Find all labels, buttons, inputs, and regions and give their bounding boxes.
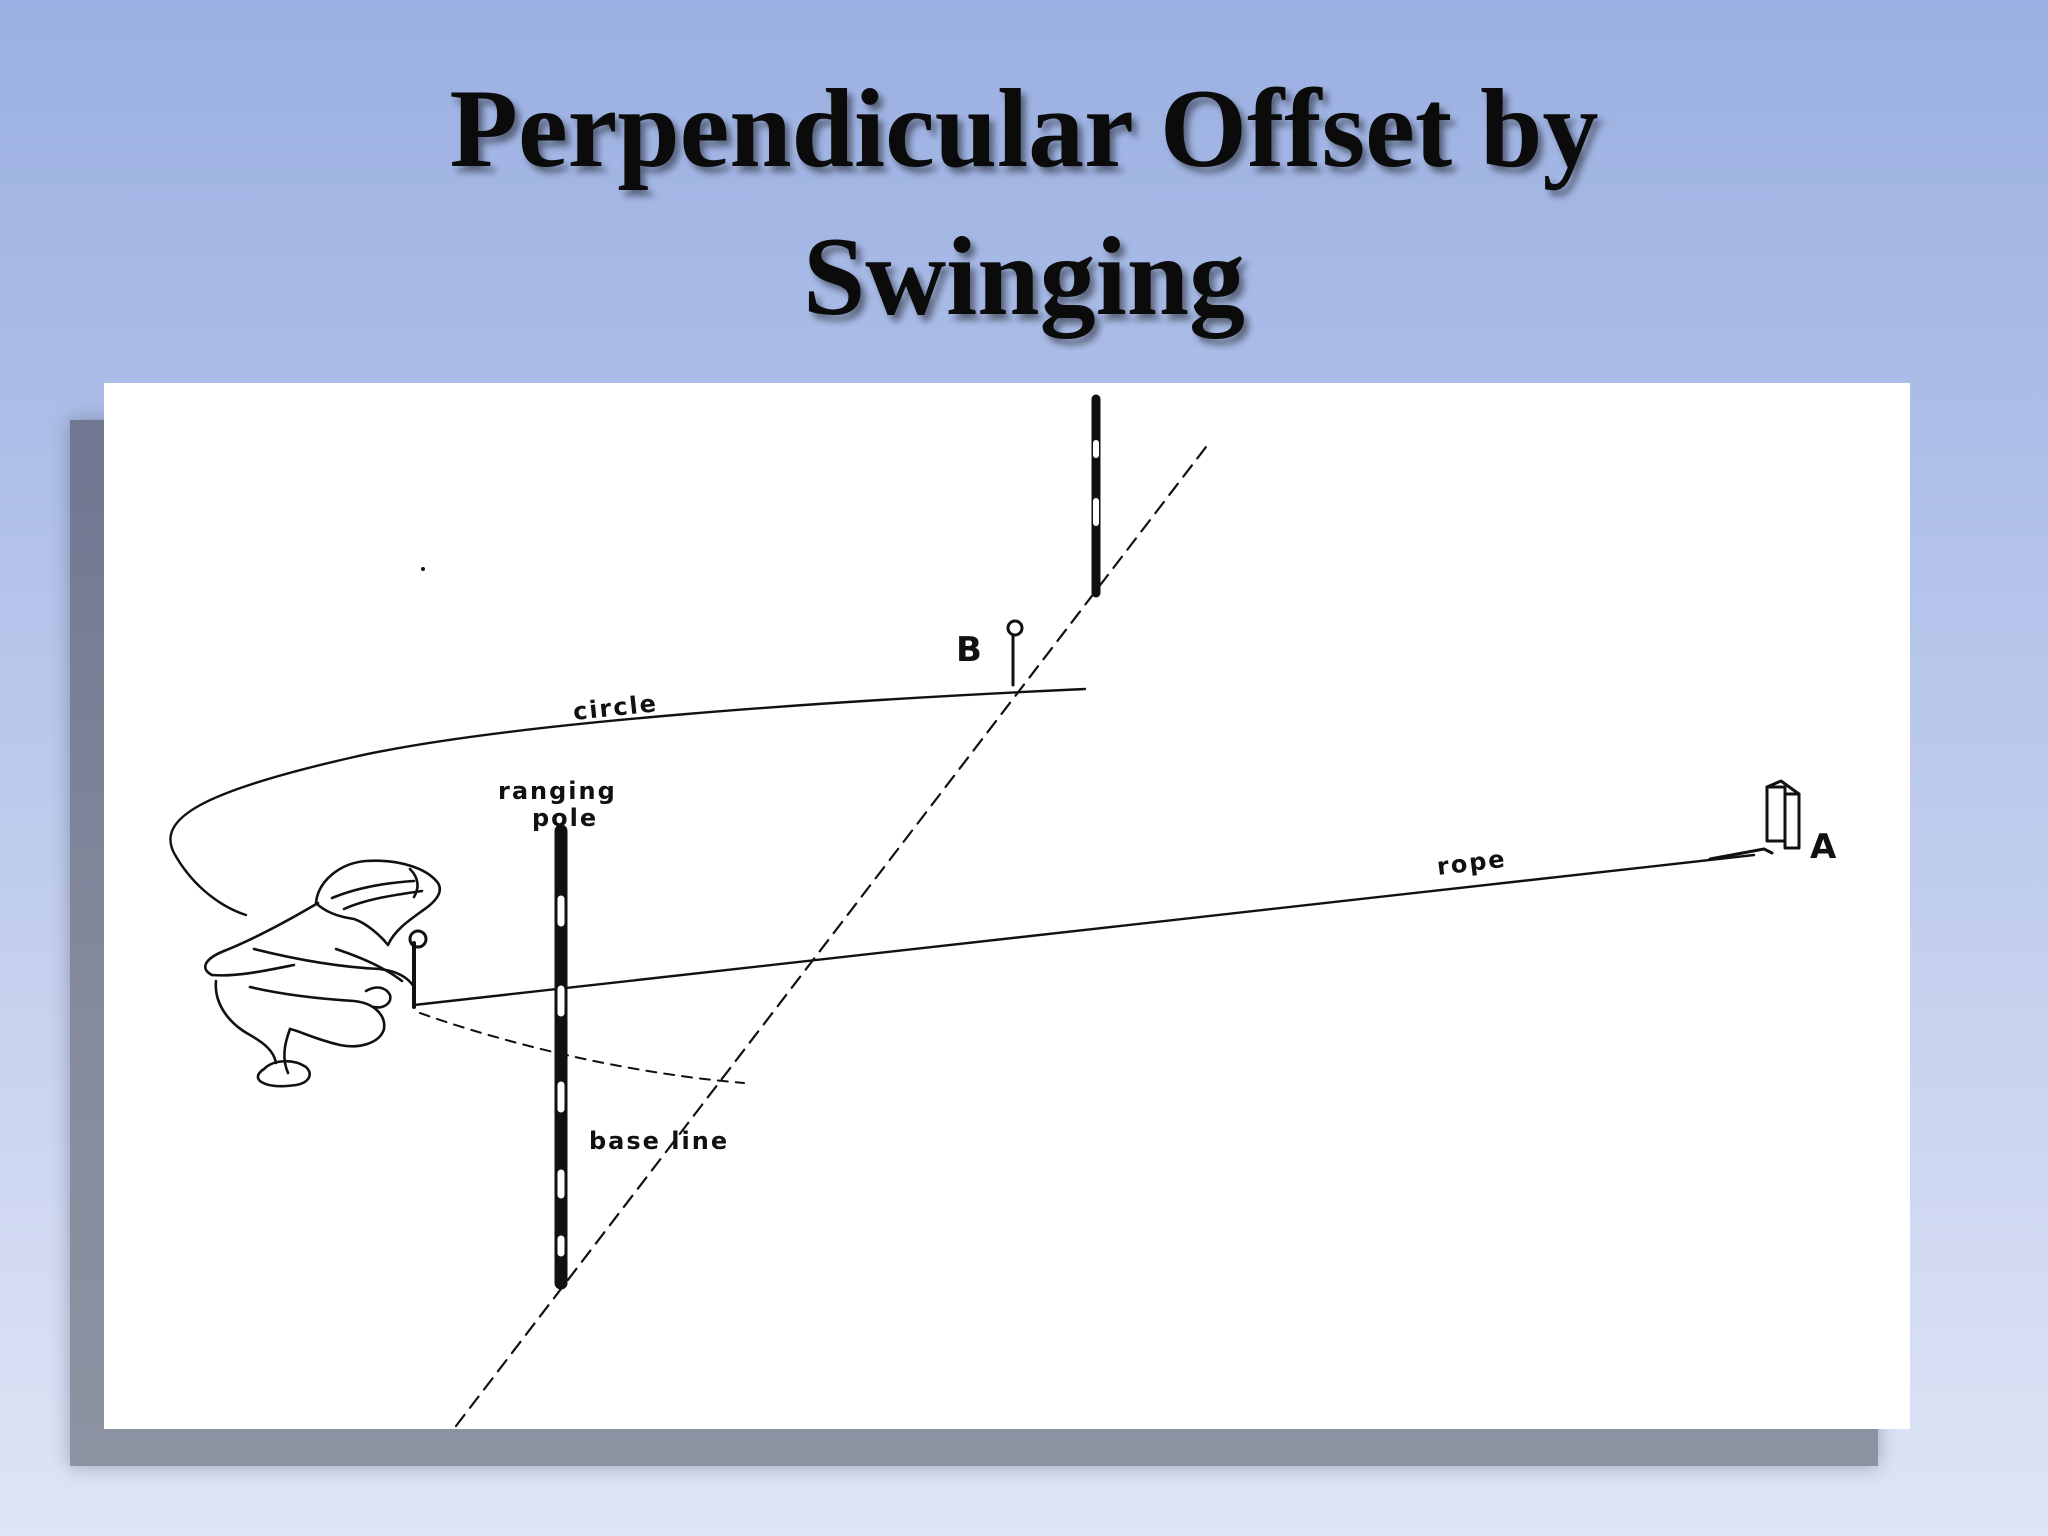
rope-line xyxy=(412,853,1756,1007)
point-b-label: B xyxy=(956,630,982,670)
rope-label: rope xyxy=(1435,845,1508,881)
stray-dot xyxy=(421,567,425,571)
base-line-label: base line xyxy=(589,1127,729,1155)
marker-b xyxy=(1006,619,1024,687)
rope-end xyxy=(1708,847,1774,861)
ranging-pole-label-line-2: pole xyxy=(532,804,598,832)
diagram-figure: circle ranging pole rope base line A B xyxy=(104,383,1910,1429)
surveyor-figure xyxy=(203,859,442,1088)
swing-circle-dashed-arc xyxy=(419,1012,745,1084)
perpendicular-offset-diagram: circle ranging pole rope base line A B xyxy=(169,394,1837,1428)
point-a-label: A xyxy=(1810,827,1837,867)
slide-title: Perpendicular Offset by Swinging xyxy=(0,55,2048,351)
swing-circle-arc xyxy=(169,687,1087,917)
slide-title-line-2: Swinging xyxy=(803,215,1245,339)
ranging-pole-label-line-1: ranging xyxy=(498,777,617,805)
circle-label: circle xyxy=(572,689,659,726)
peg-a xyxy=(1765,779,1801,850)
slide-title-line-1: Perpendicular Offset by xyxy=(449,67,1599,191)
